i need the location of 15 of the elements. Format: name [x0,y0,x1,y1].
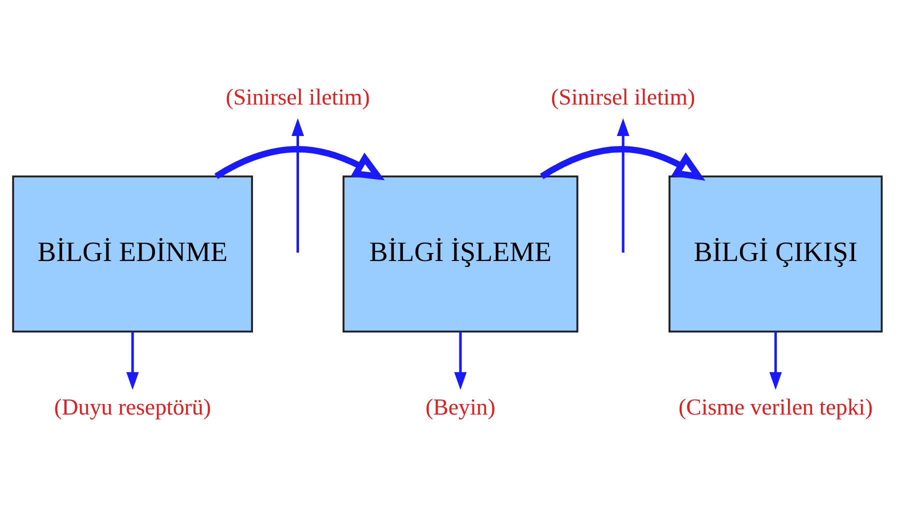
arrow [454,331,467,390]
node-text: (Sinirsel iletim) [551,84,696,110]
node-box: BİLGİ ÇIKIŞI [668,175,883,332]
node-box: BİLGİ EDİNME [12,175,253,332]
arrow [126,331,139,390]
node-text: (Cisme verilen tepki) [678,394,873,420]
arrow [540,145,706,180]
node-text: (Duyu reseptörü) [54,394,211,420]
node-box: BİLGİ İŞLEME [342,175,578,332]
arrow [214,145,385,180]
node-text: (Beyin) [426,394,496,420]
arrow [292,118,304,252]
node-text: (Sinirsel iletim) [226,84,370,110]
arrow [769,331,782,390]
arrow [616,118,630,252]
